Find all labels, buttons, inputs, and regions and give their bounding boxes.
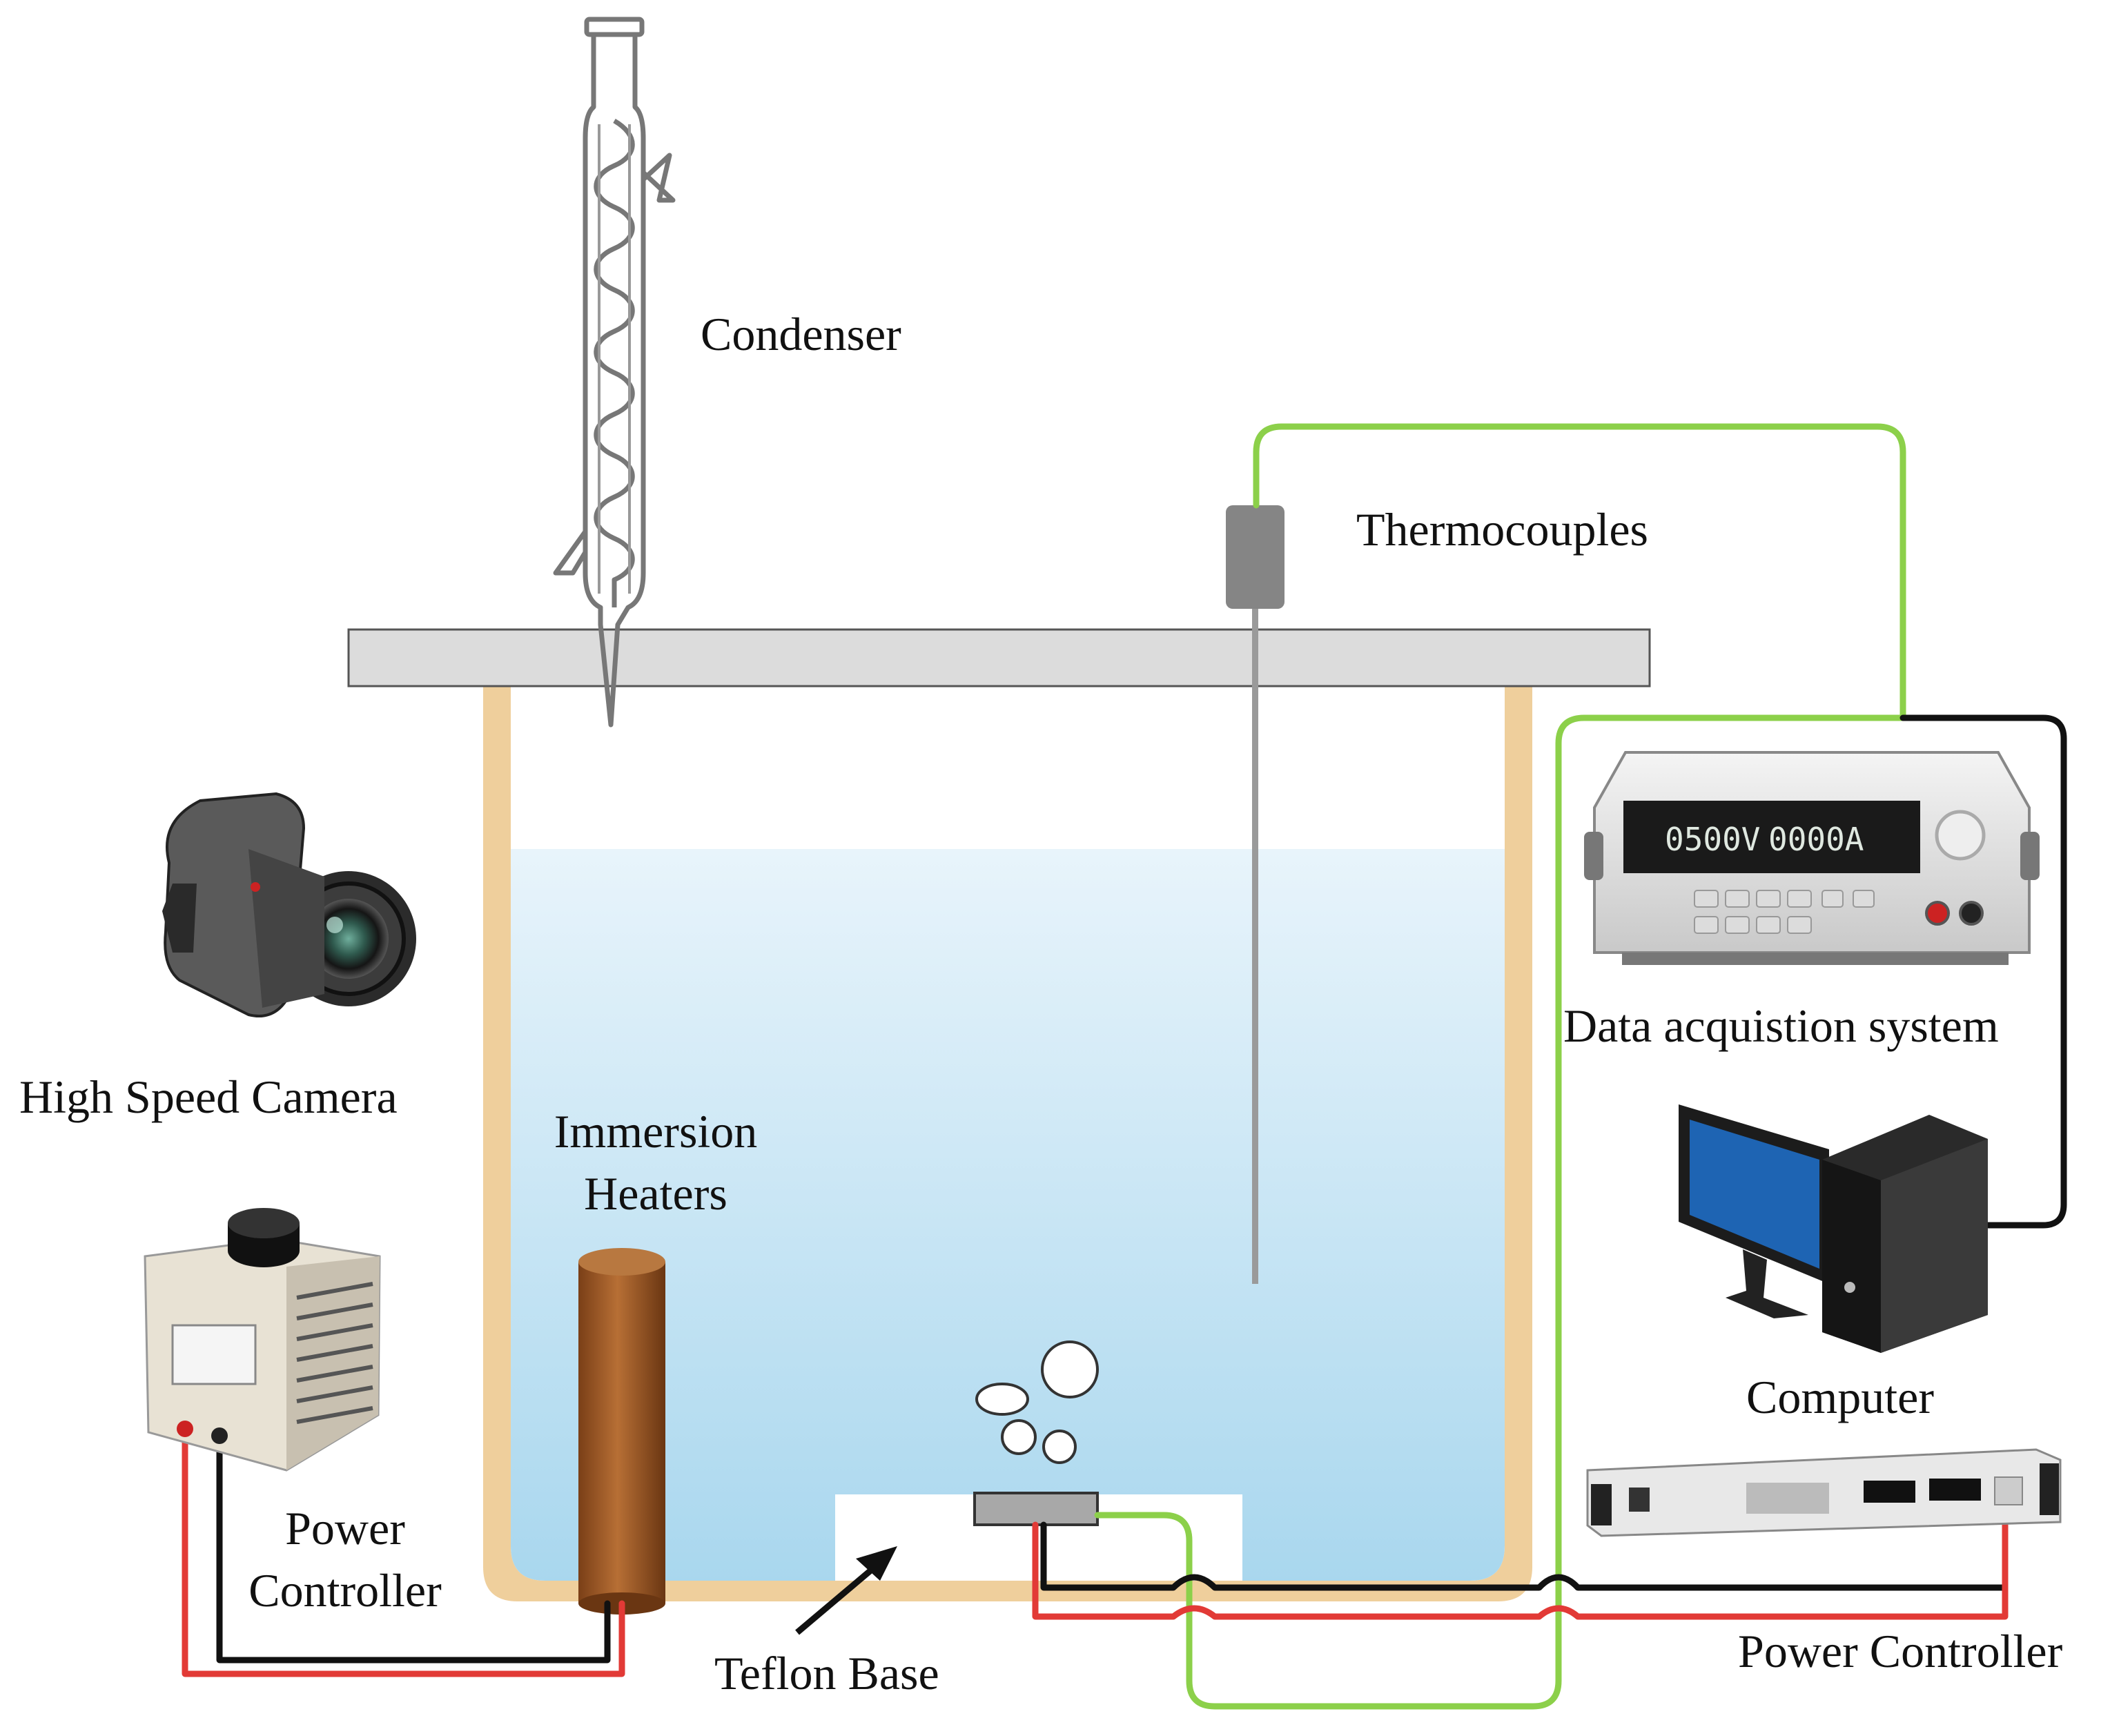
label-teflon-base: Teflon Base <box>714 1647 939 1699</box>
data-acquisition-device: 0500V 0000A <box>1584 751 2040 965</box>
teflon-base-arrow <box>795 1546 897 1635</box>
immersion-heater <box>578 1248 665 1615</box>
high-speed-camera-device <box>162 792 416 1017</box>
label-data-acquisition-system: Data acquistion system <box>1563 999 1999 1052</box>
thermocouple <box>1226 505 1284 1284</box>
label-high-speed-camera: High Speed Camera <box>19 1071 398 1123</box>
label-computer: Computer <box>1746 1371 1934 1423</box>
thermocouple-probe <box>1252 607 1258 1284</box>
label-thermocouples: Thermocouples <box>1356 503 1648 556</box>
label-immersion-line-2: Heaters <box>584 1167 727 1220</box>
voltage-readout: 0500V <box>1665 821 1760 858</box>
dac-knob <box>1935 810 1986 861</box>
wiring <box>182 423 2067 1710</box>
label-immersion-line-1: Immersion <box>554 1105 758 1158</box>
right-power-controller-device <box>1586 1448 2062 1537</box>
label-power-controller-left: Power Controller <box>207 1505 483 1614</box>
label-condenser: Condenser <box>701 308 901 360</box>
vapor-bubbles <box>975 1340 1099 1464</box>
computer-icon <box>1679 1104 1988 1353</box>
left-power-controller-device <box>144 1208 381 1472</box>
label-power-left-line-1: Power <box>285 1502 405 1554</box>
test-surface-heater <box>973 1492 1099 1526</box>
condenser <box>553 17 676 728</box>
current-readout: 0000A <box>1768 821 1864 858</box>
label-immersion-heaters: Immersion Heaters <box>521 1108 790 1217</box>
label-power-left-line-2: Controller <box>248 1564 442 1617</box>
thermocouple-head <box>1226 505 1284 609</box>
lid-plate <box>347 628 1651 687</box>
label-power-controller-right: Power Controller <box>1738 1625 2063 1677</box>
